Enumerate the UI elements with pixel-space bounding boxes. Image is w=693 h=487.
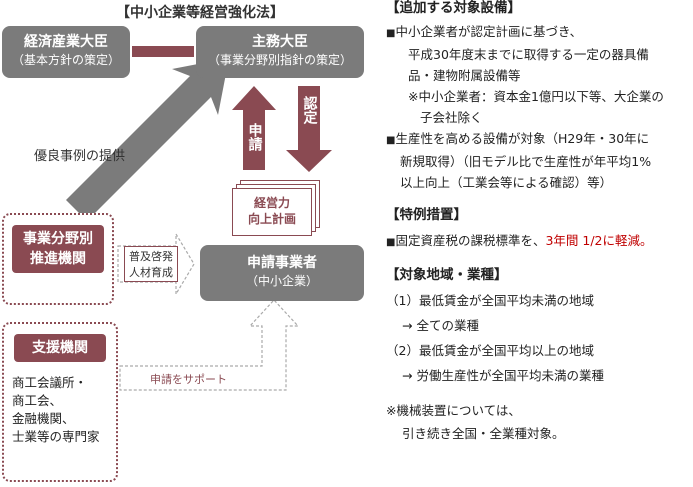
spread-box: 普及啓発 人材育成 [124,246,178,282]
applicant-subtitle: （中小企業） [245,274,318,288]
sec4-line: 引き続き全国・全業種対象。 [402,426,565,441]
sec3-line: （2）最低賃金が全国平均以上の地域 [386,343,594,358]
sec1-item2-line: 以上向上（工業会等による確認）等） [400,175,613,190]
sec2-title: 【特例措置】 [386,207,467,223]
sec1-item2-line: 生産性を高める設備が対象（H29年・30年に [395,131,650,146]
sec1-item1-line: 中小企業者が認定計画に基づき、 [395,24,583,39]
certify-text: 認定 [301,96,318,124]
spread-line1: 普及啓発 [129,250,173,263]
support-member: 商工会議所・ [12,375,88,390]
diagram-title: 【中小企業等経営強化法】 [116,5,284,21]
plan-doc: 経営力 向上計画 [232,188,312,236]
sec1-note-line: ※中小企業者：資本金1億円以下等、大企業の [408,89,664,104]
support-member-list: 商工会議所・ 商工会、 金融機関、 士業等の専門家 [12,374,116,446]
sec2-item-highlight: 3年間 1/2に軽減。 [545,233,653,248]
sec3-title: 【対象地域・業種】 [386,267,508,283]
promotion-label: 事業分野別 推進機関 [12,225,104,273]
support-label: 支援機関 [14,334,106,362]
right-panel: 【追加する対象設備】 ■中小企業者が認定計画に基づき、 平成30年度末までに取得… [386,0,691,444]
sec1-title: 【追加する対象設備】 [386,0,521,16]
sec3-list: （1）最低賃金が全国平均未満の地域 → 全ての業種 （2）最低賃金が全国平均以上… [386,290,691,386]
sec3-line: → 労働生産性が全国平均未満の業種 [402,368,604,383]
bullet-square-icon: ■ [386,28,396,39]
bullet-square-icon: ■ [386,135,396,146]
apply-text: 申請 [246,123,263,151]
support-member: 士業等の専門家 [12,429,100,444]
certify-arrow [286,86,332,172]
promotion-line2: 推進機関 [30,251,86,267]
meti-subtitle: （基本方針の策定） [11,53,120,67]
sec3-line: → 全ての業種 [402,318,479,333]
support-apply-label: 申請をサポート [150,373,227,386]
best-practice-label: 優良事例の提供 [34,149,126,164]
diagram-connectors [66,46,332,391]
apply-label: 申請 [245,123,263,151]
sec1-item2-line: 新規取得）（旧モデル比で生産性が年平均1% [400,154,652,169]
sec3-line: （1）最低賃金が全国平均未満の地域 [386,293,594,308]
applicant-title: 申請事業者 [247,255,317,271]
sec2-item: ■固定資産税の課税標準を、3年間 1/2に軽減。 [386,230,691,253]
minister-box: 主務大臣 （事業分野別指針の策定） [196,26,364,78]
minister-subtitle: （事業分野別指針の策定） [207,53,352,67]
best-practice-arrow [66,58,229,221]
certify-label: 認定 [300,96,318,124]
applicant-box: 申請事業者 （中小企業） [200,245,364,301]
meti-box: 経済産業大臣 （基本方針の策定） [2,26,130,78]
plan-line2: 向上計画 [247,212,296,226]
sec1-item1-line: 平成30年度末までに取得する一定の器具備 [408,47,649,62]
sec1-item1-line: 品・建物附属設備等 [408,68,521,83]
plan-line1: 経営力 [253,196,290,210]
sec1-item2: ■生産性を高める設備が対象（H29年・30年に 新規取得）（旧モデル比で生産性が… [386,128,691,193]
support-member: 商工会、 [12,393,63,408]
sec1-note-line: 子会社除く [420,110,483,125]
meti-minister-link [132,46,194,57]
sec4-note: ※機械装置については、 引き続き全国・全業種対象。 [386,400,691,444]
promotion-box: 事業分野別 推進機関 [2,213,114,305]
spread-line2: 人材育成 [129,266,173,279]
minister-title: 主務大臣 [252,34,308,50]
spread-arrow [117,231,195,297]
bullet-square-icon: ■ [386,237,396,248]
promotion-line1: 事業分野別 [23,231,93,247]
support-arrow [119,299,300,391]
sec1-note: ※中小企業者：資本金1億円以下等、大企業の 子会社除く [386,86,691,128]
sec2-item-prefix: 固定資産税の課税標準を、 [395,233,546,248]
meti-title: 経済産業大臣 [24,34,108,50]
support-member: 金融機関、 [12,411,75,426]
sec1-item1: ■中小企業者が認定計画に基づき、 平成30年度末までに取得する一定の器具備 品・… [386,21,691,86]
sec4-line: ※機械装置については、 [386,403,521,418]
support-box: 支援機関 商工会議所・ 商工会、 金融機関、 士業等の専門家 [2,322,118,482]
apply-arrow [232,86,276,170]
